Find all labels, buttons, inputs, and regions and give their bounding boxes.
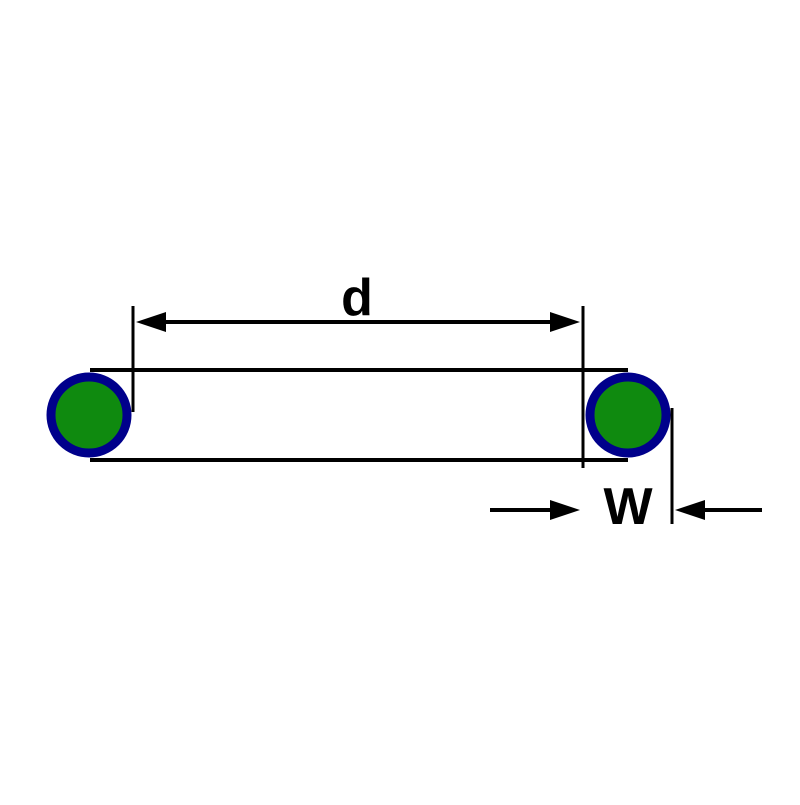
oring-right-cross-section (585, 372, 671, 458)
inner-diameter-label: d (341, 269, 373, 327)
diameter-arrowhead-left (136, 312, 166, 332)
width-arrowhead-right (675, 500, 705, 520)
width-arrowhead-left (550, 500, 580, 520)
cross-section-width-label: W (603, 478, 653, 536)
oring-left-cross-section (46, 372, 132, 458)
diameter-arrowhead-right (550, 312, 580, 332)
